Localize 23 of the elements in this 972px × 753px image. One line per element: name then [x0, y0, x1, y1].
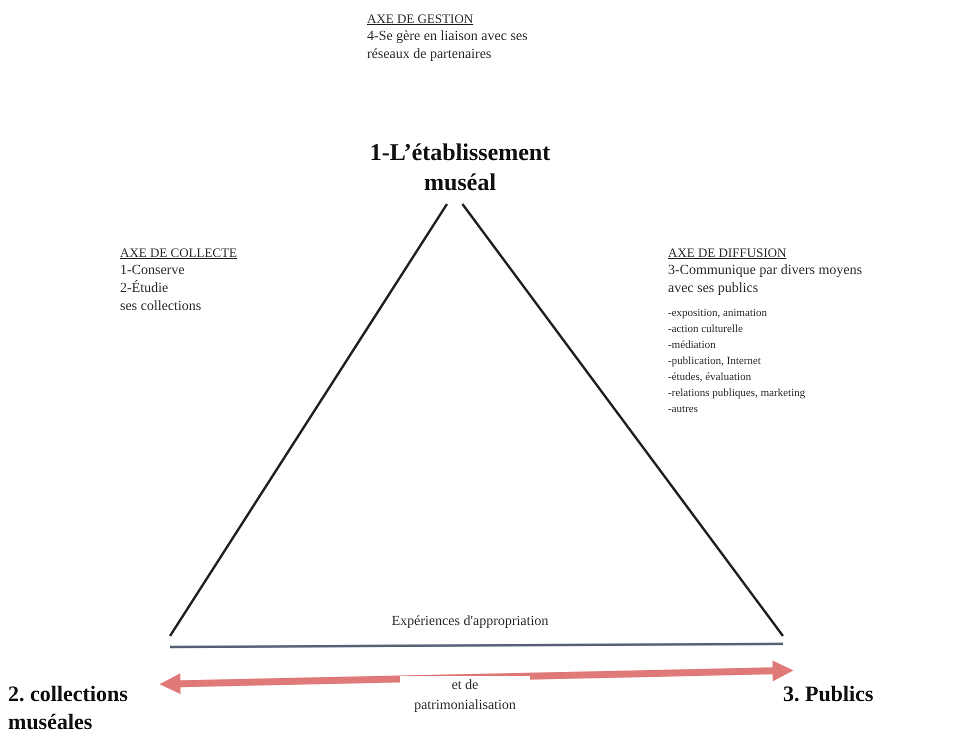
note-text: 1-Conserve: [120, 262, 186, 280]
connector-line: [461, 203, 784, 637]
note-text: 4-Se gère en liaison avec ses réseaux de partenaires: [367, 28, 529, 64]
vertex-label: 1-L’établissement muséal: [340, 138, 580, 204]
axis-heading: AXE DE DIFFUSION: [668, 244, 788, 262]
axis-heading: AXE DE GESTION: [367, 10, 474, 28]
note-text: -action culturelle: [668, 322, 744, 337]
note-text: -relations publiques, marketing: [668, 386, 806, 401]
axis-heading: AXE DE COLLECTE: [120, 244, 238, 262]
double-arrow: [160, 660, 794, 694]
note-text: ses collections: [120, 298, 202, 316]
vertex-label: 3. Publics: [783, 636, 953, 708]
connector-line: [170, 642, 783, 648]
edge-label: Expériences d'appropriation: [390, 613, 550, 631]
note-text: -publication, Internet: [668, 354, 762, 369]
vertex-label: 2. collections muséales: [8, 636, 170, 736]
note-text: -exposition, animation: [668, 306, 768, 321]
note-text: -médiation: [668, 338, 717, 353]
connector-line: [168, 203, 448, 637]
note-text: -études, évaluation: [668, 370, 752, 385]
note-text: 2-Étudie: [120, 280, 170, 298]
note-text: 3-Communique par divers moyens avec ses publics: [668, 262, 864, 298]
note-text: -autres: [668, 402, 699, 417]
